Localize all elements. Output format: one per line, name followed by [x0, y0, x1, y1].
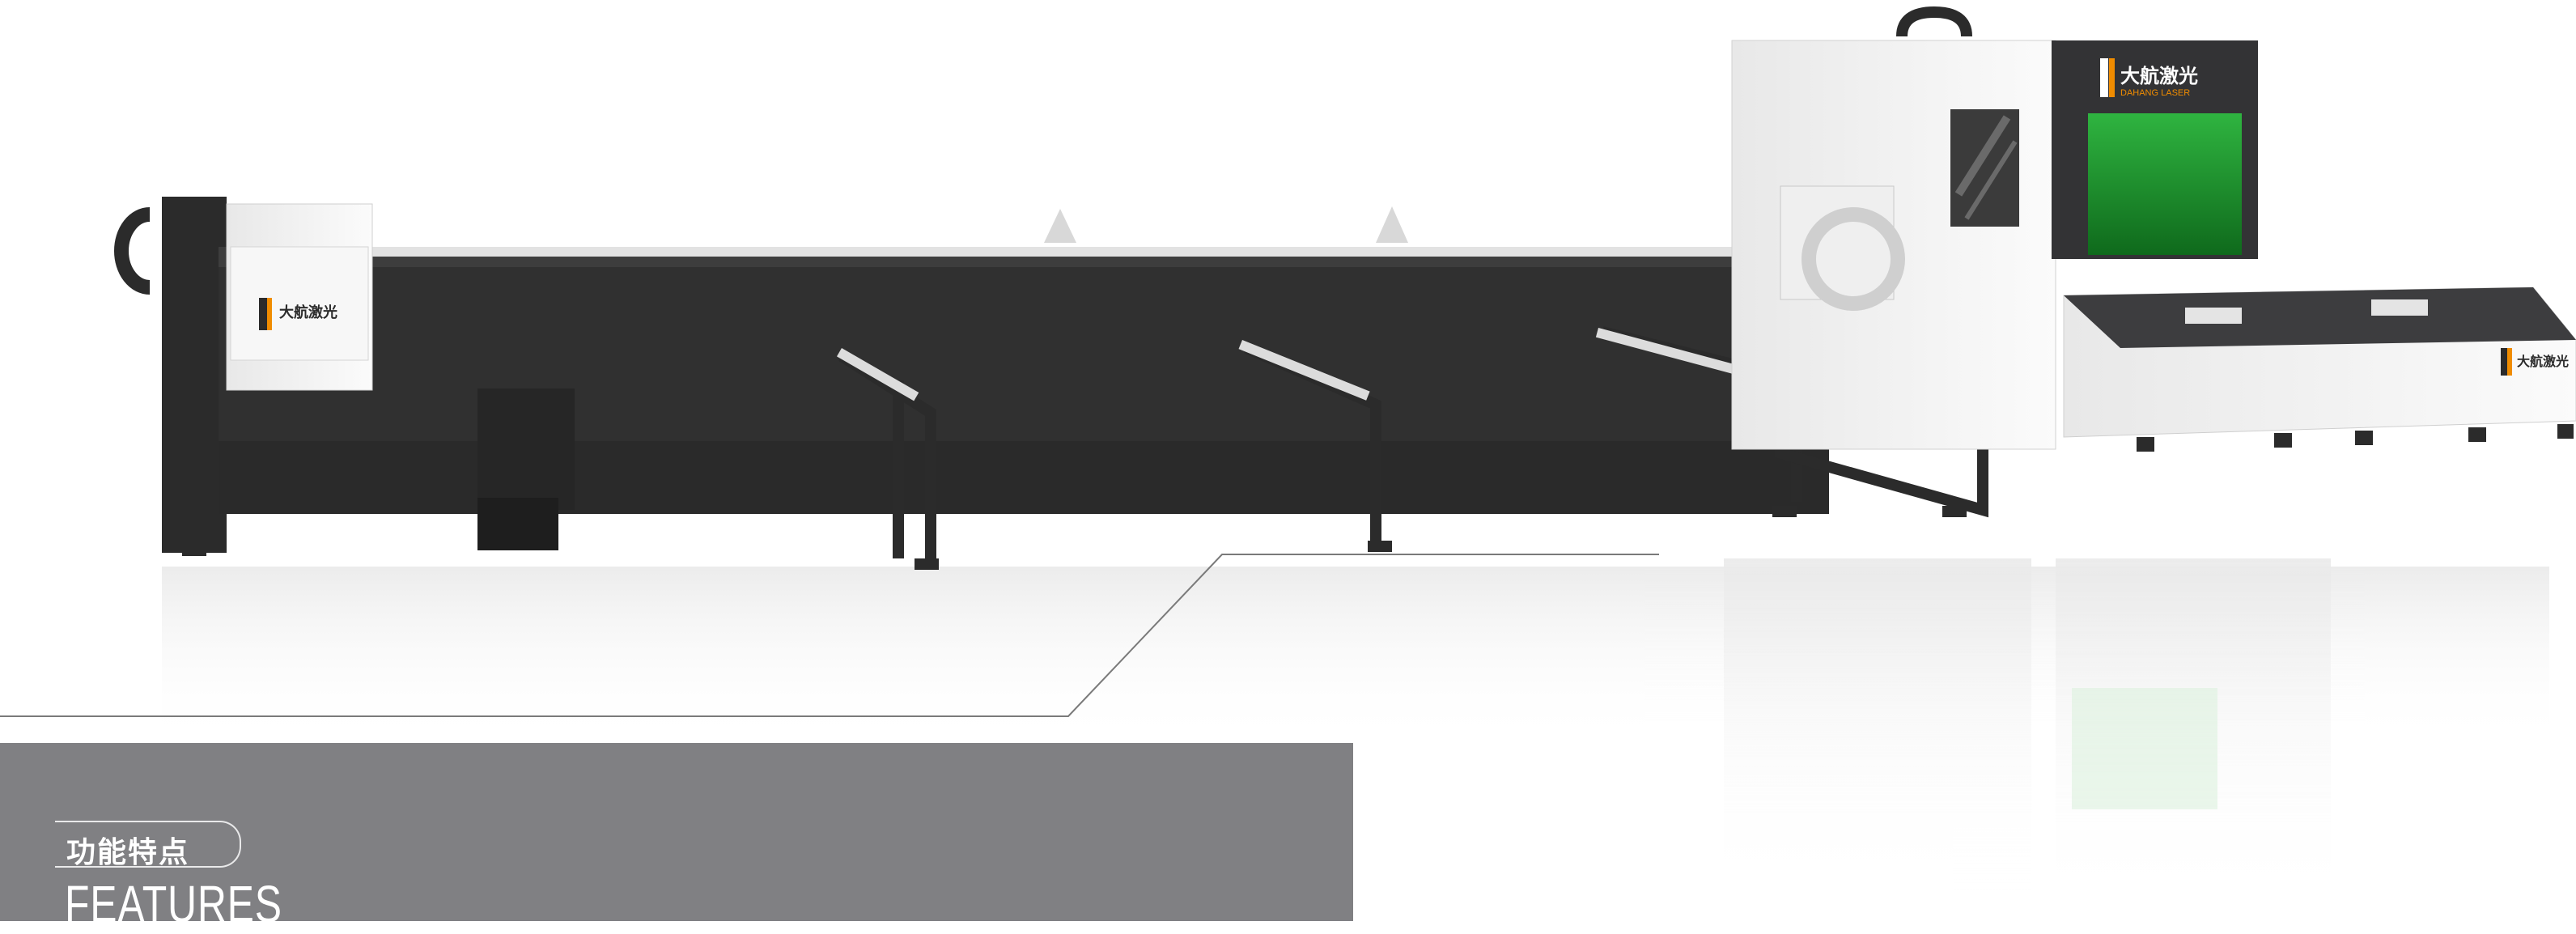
section-heading-en: FEATURES [65, 875, 282, 933]
cabinet-brand-cn: 大航激光 [2120, 65, 2198, 87]
table-brand-label: 大航激光 [2517, 354, 2569, 369]
loading-table: 大航激光 [2063, 287, 2576, 452]
floor-reflection [162, 558, 2549, 915]
section-badge: 功能特点 [55, 821, 241, 869]
decorative-line [0, 554, 1659, 717]
cabinet-brand-en: DAHANG LASER [2120, 88, 2190, 98]
laser-cabinet: 大航激光 DAHANG LASER [1731, 6, 2258, 450]
rear-chuck: 大航激光 [226, 203, 373, 391]
section-heading-cn: 功能特点 [66, 836, 190, 869]
rear-brand-label: 大航激光 [279, 304, 337, 321]
machine-bed [114, 197, 1845, 553]
feet [182, 506, 1967, 570]
